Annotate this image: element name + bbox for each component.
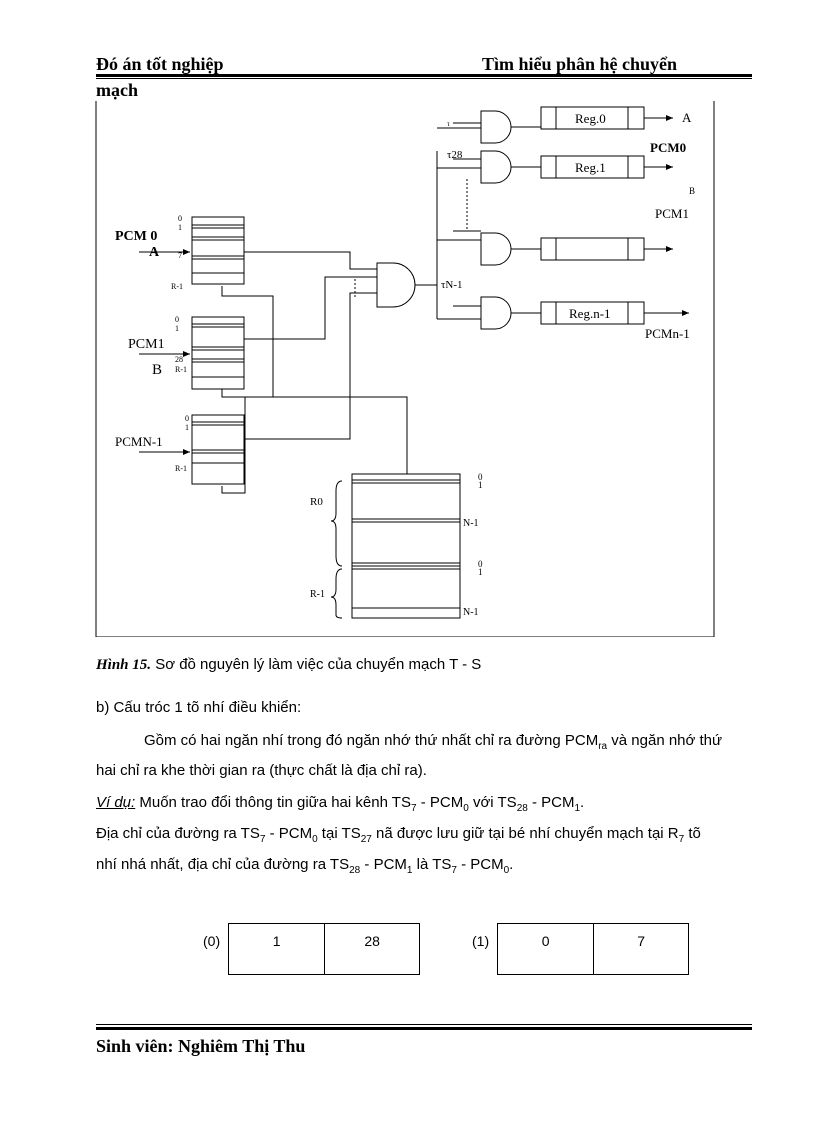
- memory-cell: 7: [593, 924, 688, 974]
- p3-l2s4: 0: [503, 865, 510, 876]
- p3-l2s1: 28: [349, 865, 361, 876]
- paragraph-1-line-2: hai chỉ ra khe thời gian ra (thực chất l…: [96, 762, 427, 779]
- figure-frame: [95, 101, 715, 637]
- bufn-label-1: 1: [185, 423, 189, 432]
- buf1-label-1: 1: [175, 324, 179, 333]
- footer-student: Sinh viên: Nghiêm Thị Thu: [96, 1036, 306, 1056]
- central-and-gate: [376, 262, 416, 308]
- section-heading-b: b) Cấu tróc 1 tõ nhí điều khiển:: [96, 699, 302, 716]
- ex-t5: .: [580, 794, 585, 811]
- p3-t1: Địa chỉ của đường ra TS: [96, 825, 260, 842]
- reg-label-0: Reg.0: [575, 111, 606, 126]
- memory-cell: 0: [541, 933, 550, 949]
- ctrl-label-r1: R-1: [310, 589, 325, 600]
- p3-l2a: nhí nhá nhất, địa chỉ của đường ra TS: [96, 856, 350, 873]
- tau-n1: τN-1: [441, 279, 463, 291]
- tau-0: τ: [447, 120, 450, 128]
- memory-word-1: (1) 0 7: [472, 923, 690, 975]
- input-pcm0: PCM 0: [115, 229, 157, 244]
- buf0-label-1: 1: [178, 223, 182, 232]
- input-pcm1: PCM1: [128, 337, 165, 352]
- memory-cell: 1: [272, 933, 281, 949]
- control-memory: [351, 473, 461, 619]
- paragraph-3-line-1: Địa chỉ của đường ra TS7 - PCM0 tại TS27…: [96, 824, 751, 850]
- out-label-pcmn1: PCMn-1: [645, 326, 690, 341]
- paragraph-1-line-1: Gồm có hai ngăn nhí trong đó ngăn nhớ th…: [96, 731, 751, 757]
- ctrl-label-0a: 0: [478, 472, 483, 482]
- ex-s4: 1: [574, 803, 581, 814]
- ex-t4: - PCM: [527, 794, 575, 811]
- ctrl-label-n1a: N-1: [463, 518, 479, 529]
- ctrl-label-0b: 0: [478, 559, 483, 569]
- p1-text-a: Gồm có hai ngăn nhí trong đó ngăn nhớ th…: [144, 732, 599, 749]
- ctrl-label-1b: 1: [478, 567, 483, 577]
- p3-s2: 0: [312, 834, 318, 845]
- tau-28: τ28: [447, 149, 463, 161]
- buf1-label-0: 0: [175, 315, 179, 324]
- header-right: Tìm hiểu phân hệ chuyển: [482, 54, 678, 74]
- memory-word-1-cells: 0 7: [497, 923, 690, 975]
- footer-rule-thin: [96, 1024, 752, 1025]
- memory-cell: 28: [324, 924, 419, 974]
- example-label: Ví dụ:: [96, 794, 136, 811]
- memory-word-0-cells: 1 28: [228, 923, 421, 975]
- example-line: Ví dụ: Muốn trao đổi thông tin giữa hai …: [96, 793, 751, 819]
- caption-number: Hình 15.: [96, 657, 152, 673]
- bufn-label-r1: R-1: [175, 464, 187, 473]
- buffer-pcm1: [191, 316, 245, 390]
- ex-t1: Muốn trao đổi thông tin giữa hai kênh TS: [135, 794, 411, 811]
- p1-sub: ra: [598, 741, 608, 752]
- ex-s1: 7: [410, 803, 417, 814]
- memory-word-1-label: (1): [472, 933, 490, 949]
- ts-switch-diagram: Reg.0 Reg.1 Reg.n-1 A PCM0 B PCM1 PCMn-1…: [95, 101, 715, 637]
- p3-t4: nã được lưu giữ tại bé nhí chuyển mạch t…: [371, 825, 679, 842]
- input-a: A: [149, 245, 160, 260]
- ex-s3: 28: [516, 803, 528, 814]
- p3-l2c: là TS: [412, 856, 452, 873]
- memory-word-0: (0) 1 28: [203, 923, 421, 975]
- header-left: Đó án tốt nghiệp: [96, 54, 224, 74]
- p3-l2e: .: [509, 856, 514, 873]
- ctrl-label-1a: 1: [478, 480, 483, 490]
- out-label-a: A: [682, 110, 692, 125]
- buf0-label-r1: R-1: [171, 282, 183, 291]
- ex-t3: với TS: [468, 794, 517, 811]
- out-label-pcm0: PCM0: [650, 140, 686, 155]
- p3-t5: tõ: [684, 825, 701, 842]
- p3-l2b: - PCM: [360, 856, 407, 873]
- buffer-pcm0: [191, 216, 245, 285]
- buf1-label-28: 28: [175, 355, 183, 364]
- ex-t2: - PCM: [416, 794, 464, 811]
- footer-rule: [96, 1027, 752, 1030]
- bufn-label-0: 0: [185, 414, 189, 423]
- p3-s4: 7: [678, 834, 685, 845]
- p3-t3: tại TS: [317, 825, 361, 842]
- reg-label-n1: Reg.n-1: [569, 306, 611, 321]
- buf0-label-7: 7: [178, 251, 182, 260]
- out-label-b: B: [689, 186, 695, 196]
- header-rule-thin: [96, 78, 752, 79]
- input-b: B: [152, 362, 162, 378]
- reg-label-1: Reg.1: [575, 160, 606, 175]
- input-pcmn1: PCMN-1: [115, 434, 163, 449]
- ctrl-label-n1b: N-1: [463, 607, 479, 618]
- memory-word-0-label: (0): [203, 933, 221, 949]
- buf1-label-r1: R-1: [175, 365, 187, 374]
- ctrl-label-r0: R0: [310, 496, 323, 508]
- p1-text-b: và ngăn nhớ thứ: [607, 732, 723, 749]
- paragraph-3-line-2: nhí nhá nhất, địa chỉ của đường ra TS28 …: [96, 855, 751, 881]
- figure-caption: Hình 15. Sơ đồ nguyên lý làm việc của ch…: [96, 656, 481, 674]
- header-continuation: mạch: [96, 80, 138, 100]
- ex-s2: 0: [463, 803, 469, 814]
- caption-text: Sơ đồ nguyên lý làm việc của chuyển mạch…: [151, 656, 482, 673]
- p3-s1: 7: [259, 834, 266, 845]
- p3-l2s3: 7: [451, 865, 457, 876]
- p3-l2s2: 1: [406, 865, 413, 876]
- header-rule: [96, 74, 752, 77]
- p3-t2: - PCM: [265, 825, 313, 842]
- p3-s3: 27: [360, 834, 372, 845]
- p3-l2d: - PCM: [456, 856, 504, 873]
- buf0-label-0: 0: [178, 214, 182, 223]
- out-label-pcm1: PCM1: [655, 206, 689, 221]
